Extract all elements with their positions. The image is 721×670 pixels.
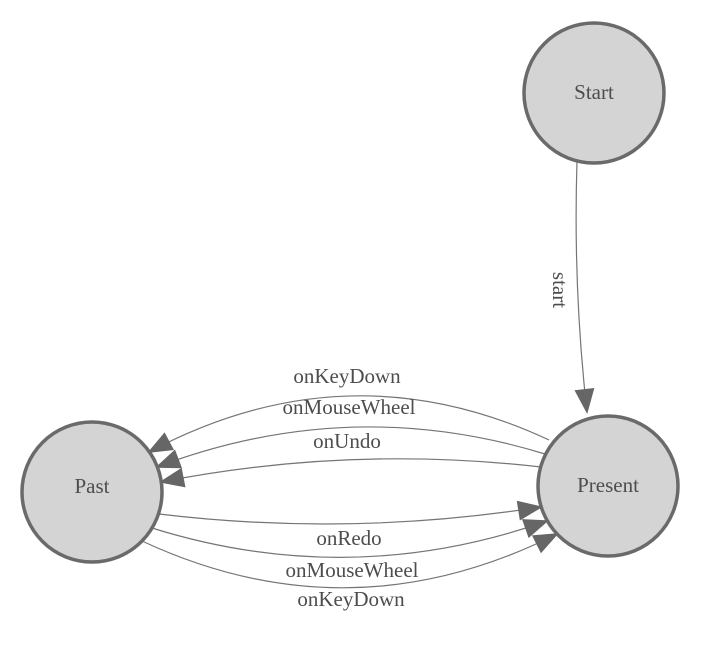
edge-present-to-past-onmousewheel <box>155 426 546 469</box>
edges <box>141 160 595 589</box>
node-present-label: Present <box>577 473 639 497</box>
edge-label-onmousewheel-bottom: onMouseWheel <box>286 558 419 582</box>
node-present-circle <box>536 414 680 558</box>
edge-label-onmousewheel-top: onMouseWheel <box>283 395 416 419</box>
node-past-label: Past <box>74 474 109 498</box>
edge-present-to-past-onkeydown <box>147 395 550 453</box>
edge-label-onkeydown-top: onKeyDown <box>293 364 401 388</box>
node-past: Past <box>20 420 164 564</box>
edge-label-onkeydown-bottom: onKeyDown <box>297 587 405 611</box>
node-present: Present <box>536 414 680 558</box>
node-start-circle <box>522 21 666 165</box>
node-start-label: Start <box>574 80 614 104</box>
edge-label-onredo: onRedo <box>316 526 381 550</box>
nodes: Start Present Past <box>20 21 680 564</box>
edge-label-onundo: onUndo <box>313 429 381 453</box>
node-start: Start <box>522 21 666 165</box>
node-past-circle <box>20 420 164 564</box>
edge-labels: start onKeyDown onMouseWheel onUndo onRe… <box>283 272 573 611</box>
edge-start-to-present <box>574 160 595 414</box>
edge-label-start: start <box>548 272 572 308</box>
edge-present-to-past-onundo <box>159 458 542 488</box>
edge-past-to-present-onmousewheel <box>151 519 549 558</box>
edge-past-to-present-onkeydown <box>141 533 559 589</box>
edge-past-to-present-onredo <box>158 500 543 525</box>
